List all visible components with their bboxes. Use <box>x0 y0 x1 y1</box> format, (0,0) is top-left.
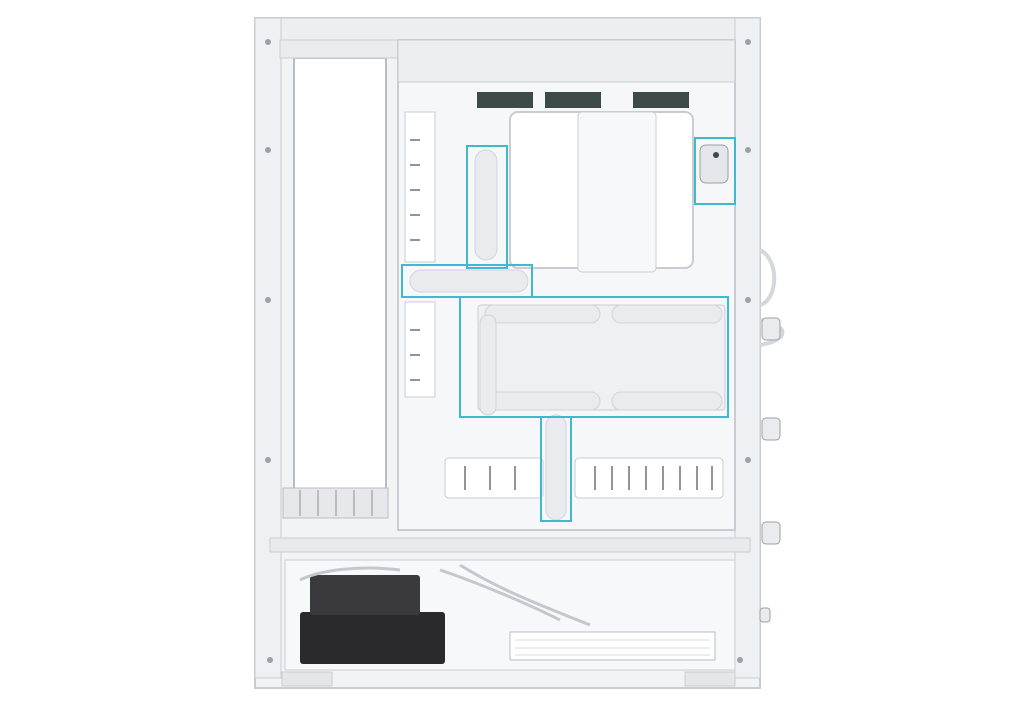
top-slot-2 <box>545 92 601 108</box>
standoff-1 <box>761 317 781 341</box>
bottom-vent-bars <box>464 466 713 490</box>
power-supply-top <box>310 575 420 615</box>
strap-backplate-vertical <box>479 314 497 416</box>
strap-horizontal <box>409 269 529 293</box>
callout-backplate-cable-straps <box>459 296 729 418</box>
strap-backplate-bottom-left <box>484 391 601 411</box>
bottom-vent-left <box>444 457 544 499</box>
left-grommet-strip-lower <box>404 301 436 398</box>
top-slot-3 <box>633 92 689 108</box>
screw-hole <box>265 297 271 303</box>
cable-clip-body <box>699 144 729 184</box>
screw-hole <box>265 457 271 463</box>
bracket-slats <box>299 490 373 516</box>
psu-vent <box>509 631 716 661</box>
psu-vent-mesh <box>515 639 710 656</box>
screw-hole <box>265 39 271 45</box>
power-supply <box>300 612 445 664</box>
psu-shroud-divider <box>269 537 751 553</box>
screw-hole <box>745 147 751 153</box>
front-bay-opening <box>293 57 387 499</box>
foot-left <box>281 671 333 687</box>
strap-bottom <box>545 414 567 521</box>
strap-backplate-top-left <box>484 304 601 324</box>
cable-clip <box>699 144 729 184</box>
screw-holes <box>265 39 751 663</box>
bottom-vent-right <box>574 457 724 499</box>
front-bay <box>279 39 399 519</box>
highlight-callouts <box>401 137 736 522</box>
top-slot-1 <box>477 92 533 108</box>
left-front-pillar <box>254 17 282 679</box>
strap-backplate-top-right <box>611 304 723 324</box>
cable-clip-screw <box>713 152 719 158</box>
psu-cables <box>299 563 591 627</box>
grommet-ticks <box>410 139 420 381</box>
strap-backplate-bottom-right <box>611 391 723 411</box>
screw-hole <box>745 39 751 45</box>
screw-hole <box>267 657 273 663</box>
screw-hole <box>265 147 271 153</box>
gpu-backplate <box>477 304 726 411</box>
cpu-cutout-plate <box>577 111 657 273</box>
front-bay-rail <box>279 39 399 59</box>
right-rear-pillar <box>734 17 761 679</box>
psu-chamber <box>284 559 736 671</box>
left-grommet-strip-upper <box>404 111 436 263</box>
screw-hole <box>745 457 751 463</box>
standoff-4 <box>759 607 771 623</box>
callout-bottom-cable-strap <box>540 416 572 522</box>
callout-vertical-cable-strap <box>466 145 508 269</box>
screw-hole <box>737 657 743 663</box>
standoff-3 <box>761 521 781 545</box>
standoff-2 <box>761 417 781 441</box>
rear-standoffs <box>759 317 781 623</box>
strap-vertical <box>474 149 498 261</box>
foot-right <box>684 671 736 687</box>
top-rail <box>254 17 761 41</box>
tray-top-edge <box>397 39 736 83</box>
cable-straps <box>409 149 723 521</box>
callout-top-right-cable-clip <box>694 137 736 205</box>
screw-hole <box>745 297 751 303</box>
